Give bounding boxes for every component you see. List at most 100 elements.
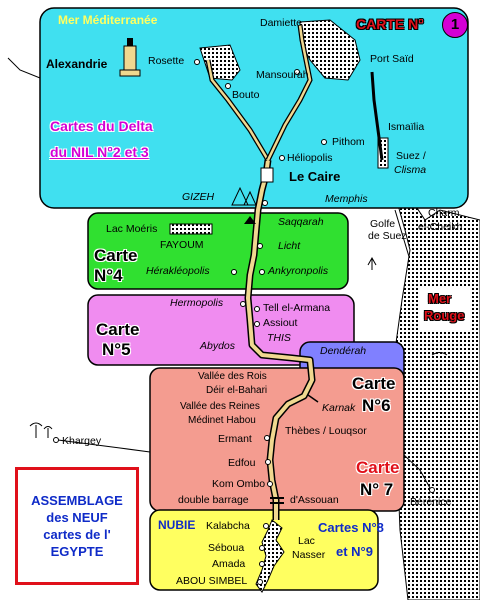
place-lac-nasser-1: Lac <box>298 535 315 547</box>
assemblage-line2: des NEUF <box>46 509 108 525</box>
nile-branch-rosette-fill <box>206 59 270 161</box>
red-sea-label-1: Mer <box>428 291 452 306</box>
place-double-barrage: double barrage <box>178 494 249 506</box>
place-this: THIS <box>267 332 291 344</box>
carte-8-9-line1: Cartes N°8 <box>318 520 384 535</box>
place-golfe-2: de Suez <box>368 230 407 242</box>
place-fayoum: FAYOUM <box>160 239 204 251</box>
place-karnak: Karnak <box>322 402 356 414</box>
place-clisma: Clisma <box>394 164 427 176</box>
marker-edfou <box>265 459 271 465</box>
place-gizeh: GIZEH <box>182 191 215 203</box>
place-d-assouan: d'Assouan <box>290 494 339 506</box>
carte-7-line2: N° 7 <box>360 480 394 499</box>
desert-route <box>57 439 151 453</box>
place-seboua: Séboua <box>208 542 245 554</box>
place-ismailia: Ismaïlia <box>388 121 425 133</box>
marker-herakleopolis <box>231 269 237 275</box>
marker-ermant <box>264 435 270 441</box>
marker-licht <box>257 243 263 249</box>
place-medinet-habou: Médinet Habou <box>188 415 256 426</box>
desert-tuft-2 <box>431 352 448 356</box>
place-memphis: Memphis <box>325 193 368 205</box>
nile-branch-damiette-fill <box>266 24 312 161</box>
pyramid-icon <box>231 186 257 206</box>
carte-1-panel <box>39 7 469 209</box>
delta-cards-line1: Cartes du Delta <box>50 118 153 134</box>
place-kom-ombo: Kom Ombo <box>212 478 266 490</box>
place-licht: Licht <box>278 240 301 252</box>
marker-amada <box>259 561 265 567</box>
carte-1-label: CARTE N° <box>356 16 424 32</box>
carte-4-line1: Carte <box>94 246 138 265</box>
mediterranean-label: Mer Méditerranée <box>58 13 158 27</box>
desert-route-east <box>403 454 431 489</box>
marker-mansourah <box>294 69 300 75</box>
place-ermant: Ermant <box>218 433 252 445</box>
place-berenice: Bérénice <box>410 496 452 508</box>
assemblage-title-box: ASSEMBLAGE des NEUF cartes de l' EGYPTE <box>15 467 139 585</box>
marker-bouto <box>225 83 231 89</box>
carte-8-9-line2: et N°9 <box>336 544 373 559</box>
suez-canal-area <box>377 137 389 169</box>
assemblage-line3: cartes de l' <box>43 527 111 542</box>
red-sea-label-bg <box>420 288 470 332</box>
nile-river-fill <box>246 159 314 520</box>
place-vallee-des-reines: Vallée des Reines <box>180 401 260 412</box>
place-golfe-1: Golfe <box>370 218 396 230</box>
place-deir-el-bahari: Déir el-Bahari <box>206 385 268 396</box>
place-abydos: Abydos <box>200 340 236 352</box>
place-damiette: Damiette <box>260 17 303 29</box>
carte-1-badge: 1 <box>442 12 468 38</box>
place-kalabcha: Kalabcha <box>206 520 250 532</box>
carte-5-line1: Carte <box>96 320 140 339</box>
place-port-said: Port Saïd <box>370 53 414 65</box>
place-saqqarah: Saqqarah <box>278 216 324 228</box>
carte-6-line1: Carte <box>352 374 396 393</box>
delta-cards-line2: du NIL N°2 et 3 <box>50 144 149 160</box>
marker-seboua <box>259 545 265 551</box>
place-thebes: Thèbes / Louqsor <box>285 425 367 437</box>
lighthouse-icon <box>119 38 141 77</box>
carte-4-panel <box>87 212 349 290</box>
marker-pithom <box>321 139 327 145</box>
marker-rosette <box>194 59 200 65</box>
assemblage-line1: ASSEMBLAGE <box>31 492 123 508</box>
place-hermopolis: Hermopolis <box>170 297 224 309</box>
assemblage-line4: EGYPTE <box>50 544 104 560</box>
place-pithom: Pithom <box>332 136 365 148</box>
red-sea-label-2: Rouge <box>424 308 465 323</box>
place-tell-el-armana: Tell el-Armana <box>263 302 331 314</box>
marker-berenice <box>429 487 435 493</box>
place-alexandrie: Alexandrie <box>46 57 108 71</box>
marker-assiout <box>254 321 260 327</box>
marker-memphis <box>262 200 268 206</box>
place-assiout: Assiout <box>263 317 298 329</box>
place-lac-moeris: Lac Moéris <box>106 223 158 235</box>
suez-canal <box>370 71 384 161</box>
marker-ankyronpolis <box>259 269 265 275</box>
place-bouto: Bouto <box>232 89 260 101</box>
place-edfou: Edfou <box>228 457 256 469</box>
carte-5-line2: N°5 <box>102 340 131 359</box>
marker-tell <box>254 306 260 312</box>
carte-4-line2: N°4 <box>94 266 123 285</box>
place-heliopolis: Héliopolis <box>287 152 333 164</box>
carte-5-panel <box>87 294 355 366</box>
saqqarah-icon <box>244 216 256 224</box>
desert-tuft <box>367 256 377 270</box>
place-mansourah: Mansourah <box>256 69 309 81</box>
marker-abou-simbel <box>257 579 263 585</box>
place-ankyronpolis: Ankyronpolis <box>268 265 329 277</box>
carte-6-line2: N°6 <box>362 396 391 415</box>
place-charm-1: Charm <box>428 207 460 219</box>
marker-khargey <box>53 437 59 443</box>
marker-hermopolis <box>240 301 246 307</box>
place-charm-2: el-Cheikh <box>418 221 463 233</box>
place-herakleopolis: Hérakléopolis <box>146 265 210 277</box>
palm-icon <box>29 422 53 438</box>
place-khargey: Khargey <box>62 435 102 447</box>
lake-nasser <box>255 519 285 593</box>
place-amada: Amada <box>212 558 246 570</box>
